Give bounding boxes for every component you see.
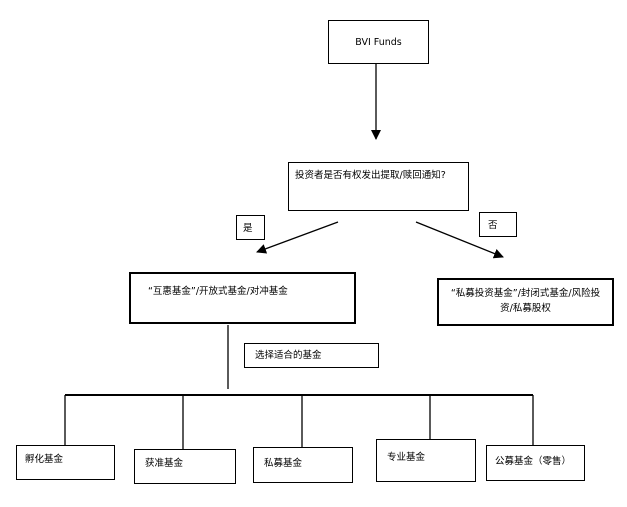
choose-fund-node: 选择适合的基金 bbox=[244, 343, 379, 368]
no-label: 否 bbox=[488, 220, 498, 231]
question-node-label: 投资者是否有权发出提取/赎回通知? bbox=[295, 170, 446, 181]
choose-fund-label: 选择适合的基金 bbox=[255, 350, 322, 361]
question-node: 投资者是否有权发出提取/赎回通知? bbox=[288, 162, 469, 211]
yes-branch-label: “互惠基金”/开放式基金/对冲基金 bbox=[148, 286, 288, 297]
yes-label-node: 是 bbox=[236, 215, 265, 240]
fund-type-node-1: 孵化基金 bbox=[16, 445, 115, 480]
fund-type-label-1: 孵化基金 bbox=[25, 454, 64, 465]
fund-type-label-3: 私募基金 bbox=[264, 458, 303, 469]
no-branch-node: “私募投资基金”/封闭式基金/风险投资/私募股权 bbox=[437, 278, 614, 326]
root-node: BVI Funds bbox=[328, 20, 429, 64]
root-node-label: BVI Funds bbox=[355, 37, 402, 48]
yes-label: 是 bbox=[243, 223, 253, 234]
fund-type-node-3: 私募基金 bbox=[253, 447, 353, 483]
arrow-yes bbox=[256, 221, 339, 254]
no-label-node: 否 bbox=[479, 212, 517, 237]
fund-type-label-4: 专业基金 bbox=[387, 452, 426, 463]
no-branch-label: “私募投资基金”/封闭式基金/风险投资/私募股权 bbox=[450, 288, 601, 314]
fund-type-label-5: 公募基金（零售） bbox=[495, 456, 572, 467]
arrow-no bbox=[415, 221, 504, 259]
fund-type-node-2: 获准基金 bbox=[134, 449, 236, 484]
yes-branch-node: “互惠基金”/开放式基金/对冲基金 bbox=[129, 272, 356, 324]
fund-type-node-4: 专业基金 bbox=[376, 439, 476, 482]
fund-type-label-2: 获准基金 bbox=[145, 458, 184, 469]
fund-type-node-5: 公募基金（零售） bbox=[486, 445, 585, 481]
